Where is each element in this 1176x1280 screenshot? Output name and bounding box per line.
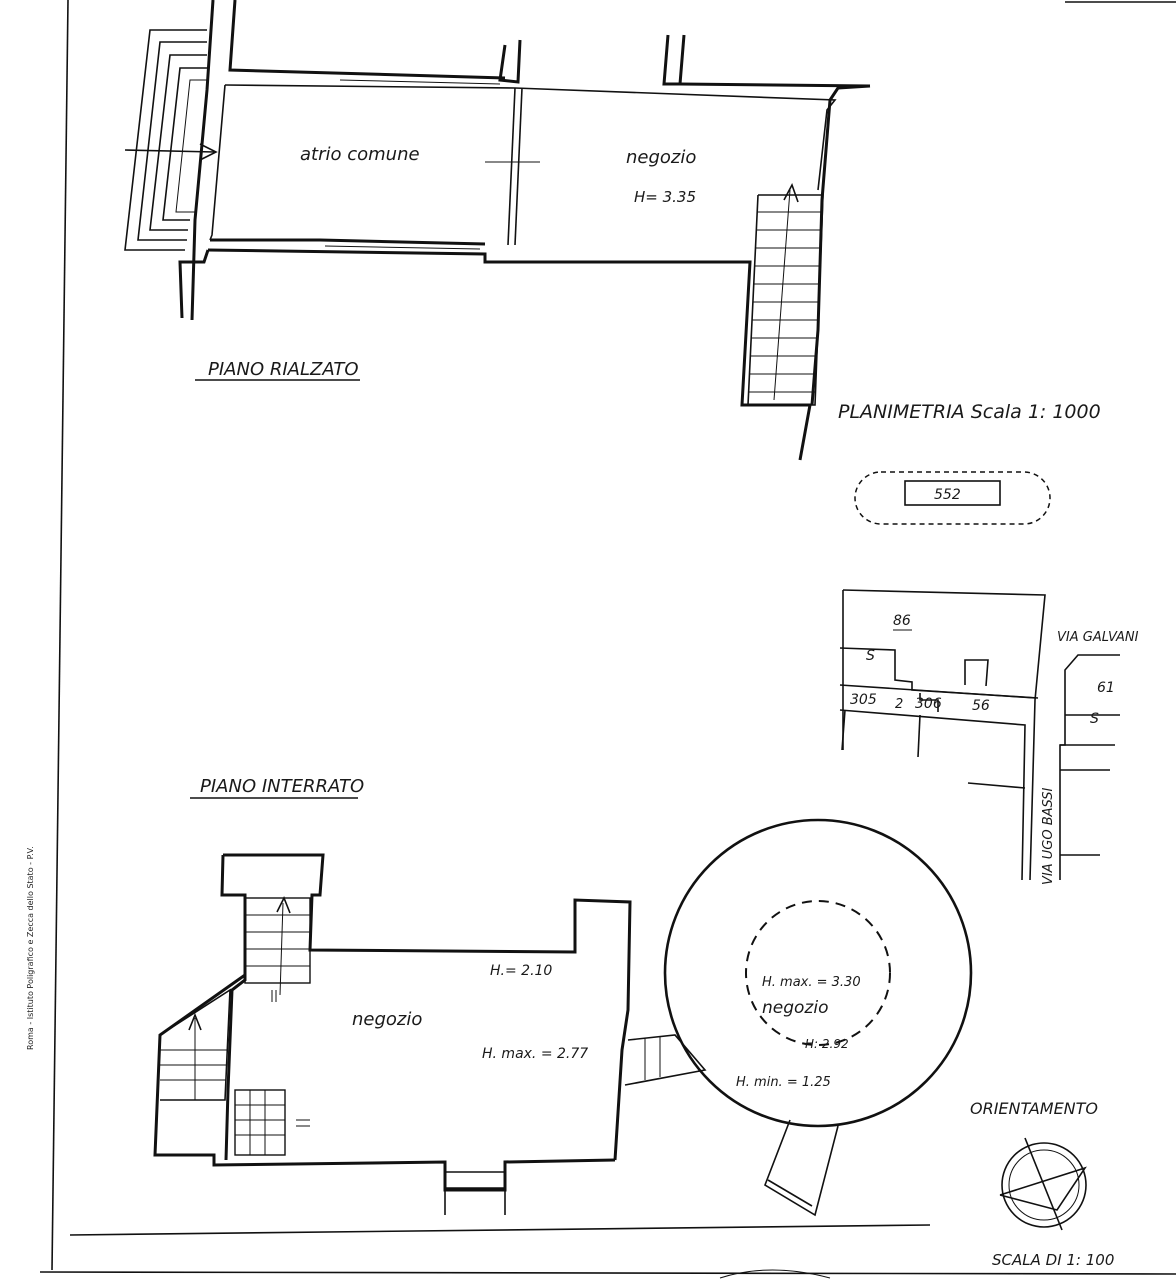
atrio-left-edge (209, 84, 226, 241)
site-plan: PLANIMETRIA Scala 1: 1000 552 86 S 305 2… (838, 401, 1139, 885)
round-height-min: H. min. = 1.25 (736, 1075, 831, 1090)
height-label: H= 3.35 (634, 188, 696, 206)
map-right-block (1059, 654, 1120, 880)
basement-height-max: H. max. = 2.77 (482, 1046, 588, 1062)
compass-needle (1024, 1137, 1063, 1231)
basement-stair-upper (244, 896, 311, 1002)
basement-title: PIANO INTERRATO (200, 776, 364, 797)
map-block-outline (842, 589, 1046, 881)
entrance-steps (124, 29, 207, 251)
street-via-ugo-bassi: VIA UGO BASSI (1041, 787, 1056, 885)
ground-left-return (178, 249, 210, 319)
window-bottom (324, 245, 481, 250)
basement-inner-wall (220, 854, 247, 1161)
basement-lower-wall (153, 973, 616, 1192)
room-label-atrio: atrio comune (300, 144, 420, 165)
round-room-exit-step (767, 1179, 813, 1207)
compass-inner-ring (1008, 1149, 1080, 1221)
orientation-compass: ORIENTAMENTO SCALA DI 1: 100 (970, 1099, 1114, 1269)
ground-top-pier (498, 39, 522, 84)
parcel-outline (854, 471, 1051, 525)
compass-triangle (999, 1166, 1087, 1211)
round-height: H: 2.92 (805, 1037, 849, 1051)
ground-staircase (747, 183, 824, 406)
parcel-305: 305 (850, 692, 877, 708)
window-top (339, 79, 501, 85)
entrance-arrow-head (199, 143, 218, 161)
street-via-galvani: VIA GALVANI (1057, 630, 1139, 645)
parcel-56: 56 (972, 698, 990, 714)
ground-bottom-wall-a (210, 238, 486, 246)
bottom-frame-line (39, 1271, 1176, 1275)
basement-door-niche (445, 1171, 506, 1215)
map-line-3 (964, 659, 989, 687)
ground-floor-title: PIANO RIALZATO (208, 359, 359, 380)
parcel-61: 61 (1097, 680, 1115, 696)
round-room-exit (764, 1119, 839, 1217)
basement-stair-left (159, 988, 231, 1101)
mark-s1: S (866, 648, 875, 664)
map-line-9 (919, 693, 939, 712)
parcel-306: 306 (915, 696, 942, 712)
street-line (69, 1224, 931, 1236)
basement-room-label: negozio (352, 1009, 422, 1030)
round-room-outer (663, 818, 973, 1128)
orientation-label: ORIENTAMENTO (970, 1099, 1098, 1118)
basement-stair-lower (234, 1089, 310, 1156)
basement-passage (624, 1034, 707, 1086)
compass-outer-ring (1001, 1142, 1087, 1228)
ground-bottom-wall-b (207, 248, 812, 461)
parcel-box (904, 480, 1001, 506)
basement-outer-wall (223, 853, 632, 1161)
round-room-label: negozio (762, 998, 828, 1018)
round-room-dome-outline (745, 900, 891, 1046)
imprint-text: Roma - Istituto Poligrafico e Zecca dell… (26, 846, 35, 1050)
entrance-arrow (124, 149, 216, 153)
left-frame-line (51, 0, 69, 1271)
round-height-max: H. max. = 3.30 (762, 975, 861, 990)
scale-label: SCALA DI 1: 100 (992, 1251, 1114, 1269)
parcel-86: 86 (893, 613, 911, 629)
ground-top-pier-2 (662, 34, 686, 86)
map-line-7 (917, 714, 921, 758)
stamp-partial (719, 1269, 831, 1279)
parcel-box-number: 552 (934, 487, 961, 503)
basement-height: H.= 2.10 (490, 963, 552, 979)
room-label-negozio: negozio (626, 147, 696, 168)
ground-floor-plan: atrio comune negozio H= 3.35 PIANO RIALZ… (124, 0, 871, 461)
map-line-5 (839, 709, 1026, 881)
ground-top-wall-b (679, 82, 871, 88)
partition-wall-2 (514, 87, 523, 246)
mark-s2: S (1090, 711, 1099, 727)
map-line-6 (841, 709, 846, 751)
site-plan-title: PLANIMETRIA Scala 1: 1000 (838, 401, 1101, 423)
atrio-top-edge (224, 84, 837, 191)
ground-top-wall-a (228, 0, 506, 80)
map-line-4 (839, 684, 1037, 699)
map-line-8 (967, 782, 1026, 789)
partition-wall (507, 87, 516, 246)
parcel-2: 2 (895, 697, 903, 712)
basement-plan: PIANO INTERRATO (69, 776, 973, 1279)
ground-left-wall-outer (190, 0, 215, 321)
